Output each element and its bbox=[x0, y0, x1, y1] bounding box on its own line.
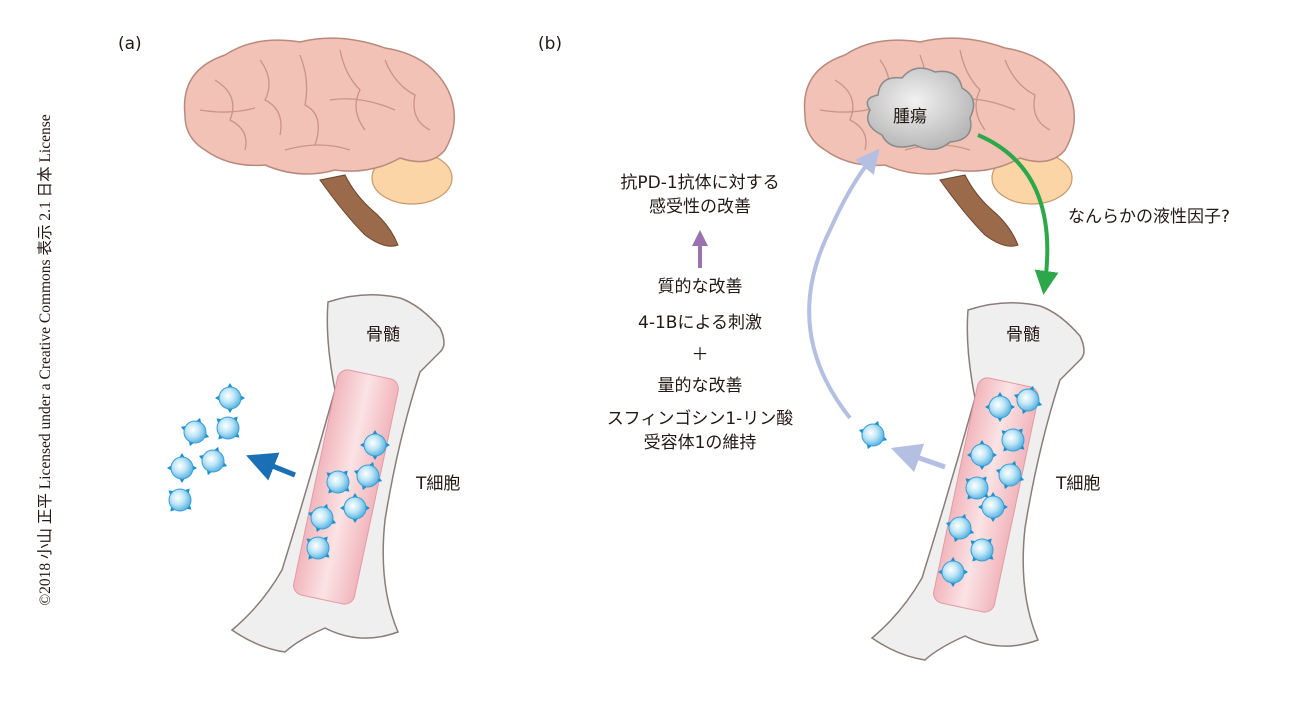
quantitative-detail-line-1: スフィンゴシン1-リン酸 bbox=[606, 409, 794, 429]
plus-sign: ＋ bbox=[691, 345, 709, 365]
t-cell bbox=[967, 440, 997, 470]
t-cell bbox=[360, 430, 390, 460]
t-cell bbox=[1013, 385, 1043, 415]
bone-marrow-label-a: 骨髄 bbox=[366, 325, 400, 345]
t-cell-body bbox=[201, 449, 225, 473]
brain-illustration bbox=[183, 37, 456, 247]
t-cell-body bbox=[1001, 428, 1025, 452]
t-cell-body bbox=[363, 433, 387, 457]
t-cell bbox=[167, 453, 197, 483]
panel-a-label: (a) bbox=[118, 34, 142, 54]
t-cell-body bbox=[216, 416, 240, 440]
copyright-notice: ©2018 小山 正平 Licensed under a Creative Co… bbox=[37, 114, 54, 606]
t-cell-body bbox=[970, 538, 994, 562]
panel-b-label: (b) bbox=[538, 34, 563, 54]
t-cell-to-tumor-arrow bbox=[807, 148, 880, 420]
t-cell bbox=[938, 557, 968, 587]
t-cell bbox=[985, 392, 1015, 422]
t-cell-body bbox=[356, 464, 380, 488]
t-cell bbox=[858, 420, 888, 450]
t-cell bbox=[198, 446, 228, 476]
t-cell-body bbox=[168, 488, 192, 512]
t-cell bbox=[965, 476, 989, 500]
result-line-1: 抗PD-1抗体に対する bbox=[620, 173, 780, 193]
t-cell-body bbox=[306, 536, 330, 560]
t-cell bbox=[168, 488, 192, 512]
t-cell bbox=[307, 503, 337, 533]
t-cell-body bbox=[948, 516, 972, 540]
t-cell-body bbox=[970, 443, 994, 467]
t-cell bbox=[180, 417, 210, 447]
t-cell-body bbox=[998, 463, 1022, 487]
t-cell-body bbox=[965, 476, 989, 500]
result-line-2: 感受性の改善 bbox=[648, 197, 751, 217]
t-cell bbox=[995, 460, 1025, 490]
t-cell-body bbox=[1016, 388, 1040, 412]
t-cell-body bbox=[310, 506, 334, 530]
t-cell bbox=[353, 461, 383, 491]
t-cell bbox=[945, 513, 975, 543]
quantitative-detail: スフィンゴシン1-リン酸 受容体1の維持 bbox=[607, 407, 794, 455]
t-cell-body bbox=[343, 496, 367, 520]
humoral-factor-label: なんらかの液性因子? bbox=[1068, 207, 1231, 227]
quantitative-detail-line-2: 受容体1の維持 bbox=[643, 433, 757, 453]
t-cell-label-a: T細胞 bbox=[416, 474, 461, 494]
t-cell-body bbox=[941, 560, 965, 584]
bone-marrow-label-b: 骨髄 bbox=[1006, 325, 1040, 345]
tumor-label: 腫瘍 bbox=[893, 107, 927, 127]
t-cell bbox=[978, 492, 1008, 522]
t-cell bbox=[340, 493, 370, 523]
t-cell-body bbox=[183, 420, 207, 444]
t-cell bbox=[970, 538, 994, 562]
t-cell-body bbox=[981, 495, 1005, 519]
t-cell bbox=[215, 383, 245, 413]
t-cell-body bbox=[170, 456, 194, 480]
cerebrum bbox=[183, 37, 456, 175]
t-cell-body bbox=[861, 423, 885, 447]
t-cell-body bbox=[218, 386, 242, 410]
qualitative-detail: 4-1Bによる刺激 bbox=[638, 313, 762, 333]
t-cell-egress-arrow-b bbox=[890, 443, 946, 473]
tumor bbox=[866, 67, 975, 151]
t-cell bbox=[306, 536, 330, 560]
brainstem bbox=[319, 174, 399, 247]
quantitative-label: 量的な改善 bbox=[657, 376, 743, 396]
t-cell-body bbox=[988, 395, 1012, 419]
t-cell-egress-arrow bbox=[246, 452, 296, 481]
t-cell bbox=[216, 416, 240, 440]
humoral-factor-arrow bbox=[977, 133, 1059, 295]
t-cell bbox=[326, 470, 350, 494]
t-cell-label-b: T細胞 bbox=[1056, 474, 1101, 494]
result-text: 抗PD-1抗体に対する 感受性の改善 bbox=[620, 171, 779, 219]
t-cell-body bbox=[326, 470, 350, 494]
qualitative-label: 質的な改善 bbox=[657, 277, 743, 297]
t-cell bbox=[1001, 428, 1025, 452]
